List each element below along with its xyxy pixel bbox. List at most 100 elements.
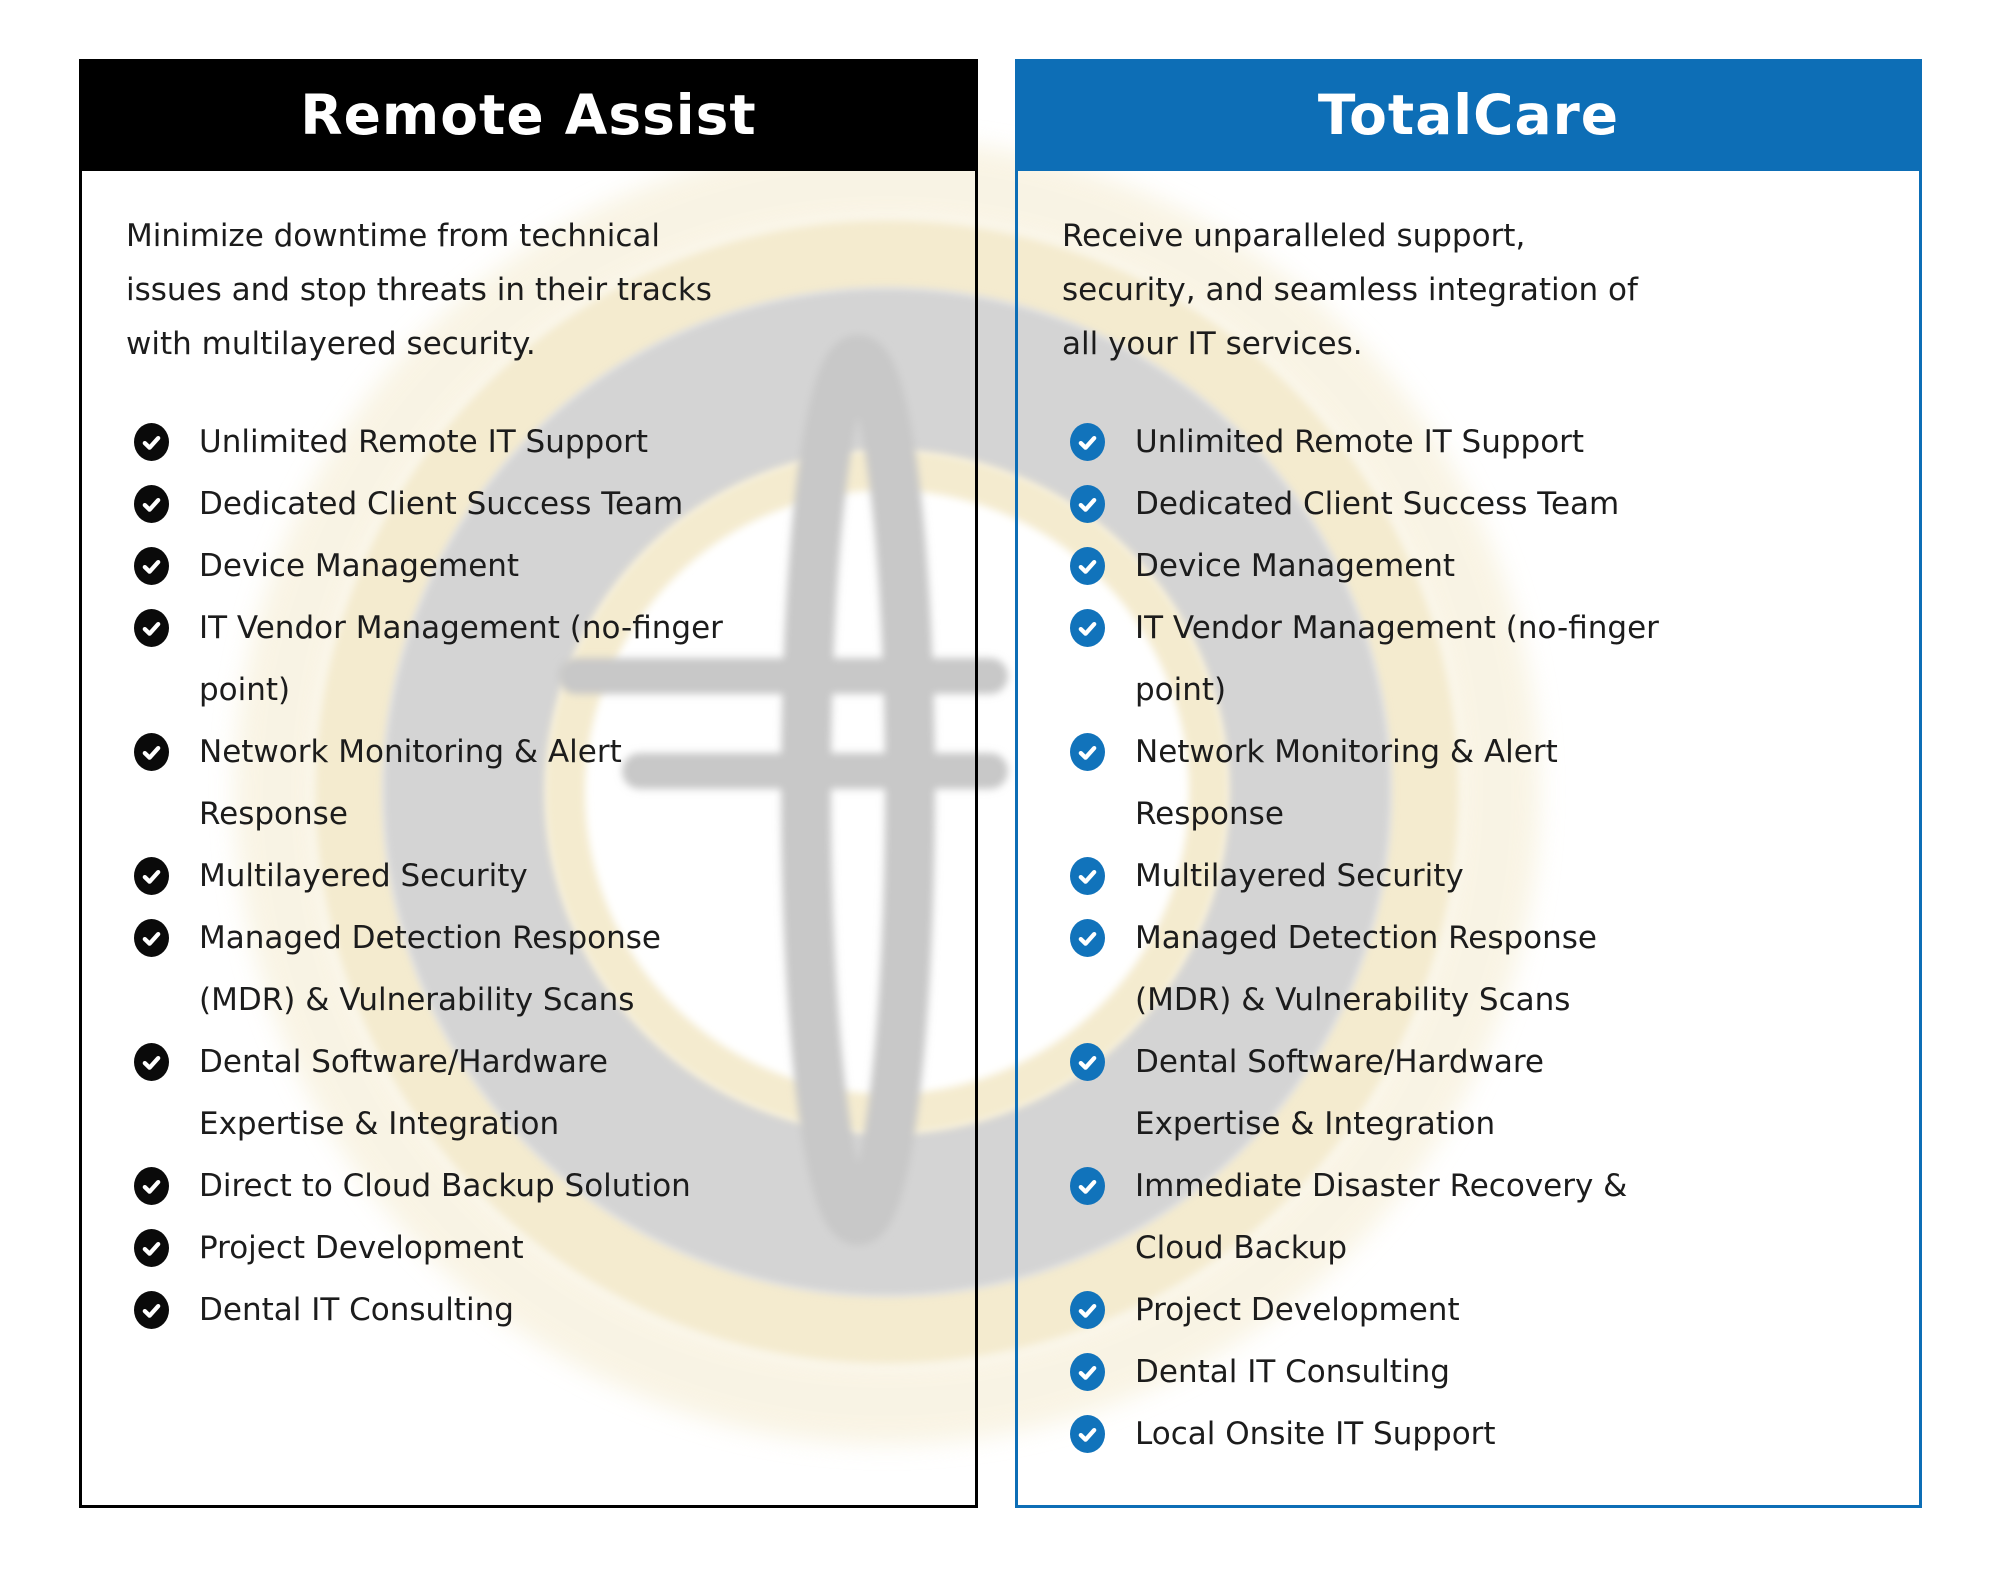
feature-line: Dental IT Consulting	[1135, 1354, 1450, 1390]
list-item: IT Vendor Management (no-finger point)	[1070, 597, 1895, 721]
check-icon	[1070, 919, 1105, 957]
feature-line: Local Onsite IT Support	[1135, 1416, 1496, 1452]
feature-line: Dedicated Client Success Team	[199, 486, 684, 522]
feature-text: Multilayered Security	[199, 845, 528, 907]
feature-line: Network Monitoring & Alert	[199, 734, 622, 770]
feature-text: Dental IT Consulting	[1135, 1341, 1450, 1403]
check-icon	[134, 919, 169, 957]
check-icon	[1070, 1167, 1105, 1205]
description-line: Receive unparalleled support,	[1062, 218, 1526, 254]
feature-line: Response	[1135, 796, 1284, 832]
check-icon	[134, 1167, 169, 1205]
list-item: Immediate Disaster Recovery & Cloud Backu…	[1070, 1155, 1895, 1279]
list-item: Project Development	[1070, 1279, 1895, 1341]
description-line: all your IT services.	[1062, 326, 1363, 362]
description-line: security, and seamless integration of	[1062, 272, 1638, 308]
check-icon	[1070, 1291, 1105, 1329]
check-icon	[1070, 423, 1105, 461]
feature-text: Direct to Cloud Backup Solution	[199, 1155, 691, 1217]
feature-line: Multilayered Security	[1135, 858, 1464, 894]
feature-line: point)	[1135, 672, 1227, 708]
check-icon	[134, 423, 169, 461]
check-icon	[134, 1043, 169, 1081]
check-icon	[134, 1229, 169, 1267]
list-item: Dedicated Client Success Team	[134, 473, 951, 535]
feature-line: Managed Detection Response	[199, 920, 662, 956]
feature-list: Unlimited Remote IT Support Dedicated Cl…	[134, 411, 951, 1341]
feature-text: Local Onsite IT Support	[1135, 1403, 1496, 1465]
feature-text: Project Development	[199, 1217, 524, 1279]
feature-text: IT Vendor Management (no-finger point)	[199, 597, 723, 721]
list-item: IT Vendor Management (no-finger point)	[134, 597, 951, 721]
plan-card-totalcare: TotalCare Receive unparalleled support, s…	[1015, 59, 1922, 1508]
feature-line: Dental Software/Hardware	[1135, 1044, 1544, 1080]
feature-line: Dedicated Client Success Team	[1135, 486, 1620, 522]
feature-line: Cloud Backup	[1135, 1230, 1348, 1266]
description-line: issues and stop threats in their tracks	[126, 272, 712, 308]
check-icon	[1070, 1415, 1105, 1453]
list-item: Unlimited Remote IT Support	[134, 411, 951, 473]
check-icon	[1070, 1353, 1105, 1391]
list-item: Dental IT Consulting	[1070, 1341, 1895, 1403]
check-icon	[1070, 857, 1105, 895]
feature-line: Device Management	[199, 548, 520, 584]
feature-line: IT Vendor Management (no-finger	[199, 610, 723, 646]
feature-line: Expertise & Integration	[1135, 1106, 1496, 1142]
feature-line: Unlimited Remote IT Support	[199, 424, 649, 460]
check-icon	[1070, 485, 1105, 523]
check-icon	[1070, 733, 1105, 771]
check-icon	[134, 547, 169, 585]
list-item: Device Management	[1070, 535, 1895, 597]
feature-line: Expertise & Integration	[199, 1106, 560, 1142]
feature-text: Managed Detection Response (MDR) & Vulner…	[1135, 907, 1597, 1031]
feature-text: Managed Detection Response (MDR) & Vulner…	[199, 907, 661, 1031]
feature-text: Unlimited Remote IT Support	[1135, 411, 1584, 473]
check-icon	[134, 733, 169, 771]
check-icon	[134, 1291, 169, 1329]
plan-card-remote-assist: Remote Assist Minimize downtime from tec…	[79, 59, 978, 1508]
check-icon	[1070, 1043, 1105, 1081]
feature-line: Device Management	[1135, 548, 1456, 584]
feature-line: (MDR) & Vulnerability Scans	[199, 982, 635, 1018]
feature-text: IT Vendor Management (no-finger point)	[1135, 597, 1659, 721]
check-icon	[134, 485, 169, 523]
plan-title: Remote Assist	[300, 83, 757, 147]
feature-line: Response	[199, 796, 348, 832]
list-item: Unlimited Remote IT Support	[1070, 411, 1895, 473]
feature-line: Project Development	[1135, 1292, 1460, 1328]
feature-line: Dental Software/Hardware	[199, 1044, 608, 1080]
card-header: Remote Assist	[79, 59, 978, 171]
list-item: Direct to Cloud Backup Solution	[134, 1155, 951, 1217]
feature-list: Unlimited Remote IT Support Dedicated Cl…	[1070, 411, 1895, 1465]
feature-text: Device Management	[199, 535, 519, 597]
feature-line: Unlimited Remote IT Support	[1135, 424, 1585, 460]
feature-text: Unlimited Remote IT Support	[199, 411, 648, 473]
check-icon	[134, 857, 169, 895]
feature-line: Dental IT Consulting	[199, 1292, 514, 1328]
feature-line: Multilayered Security	[199, 858, 528, 894]
list-item: Device Management	[134, 535, 951, 597]
check-icon	[1070, 547, 1105, 585]
description-line: with multilayered security.	[126, 326, 536, 362]
check-icon	[1070, 609, 1105, 647]
feature-text: Project Development	[1135, 1279, 1460, 1341]
feature-line: Managed Detection Response	[1135, 920, 1598, 956]
list-item: Multilayered Security	[1070, 845, 1895, 907]
feature-text: Dedicated Client Success Team	[199, 473, 683, 535]
list-item: Managed Detection Response (MDR) & Vulner…	[134, 907, 951, 1031]
feature-line: point)	[199, 672, 291, 708]
list-item: Dental IT Consulting	[134, 1279, 951, 1341]
plan-title: TotalCare	[1317, 83, 1620, 147]
feature-line: (MDR) & Vulnerability Scans	[1135, 982, 1571, 1018]
feature-line: Immediate Disaster Recovery &	[1135, 1168, 1628, 1204]
feature-line: Network Monitoring & Alert	[1135, 734, 1558, 770]
feature-line: IT Vendor Management (no-finger	[1135, 610, 1659, 646]
